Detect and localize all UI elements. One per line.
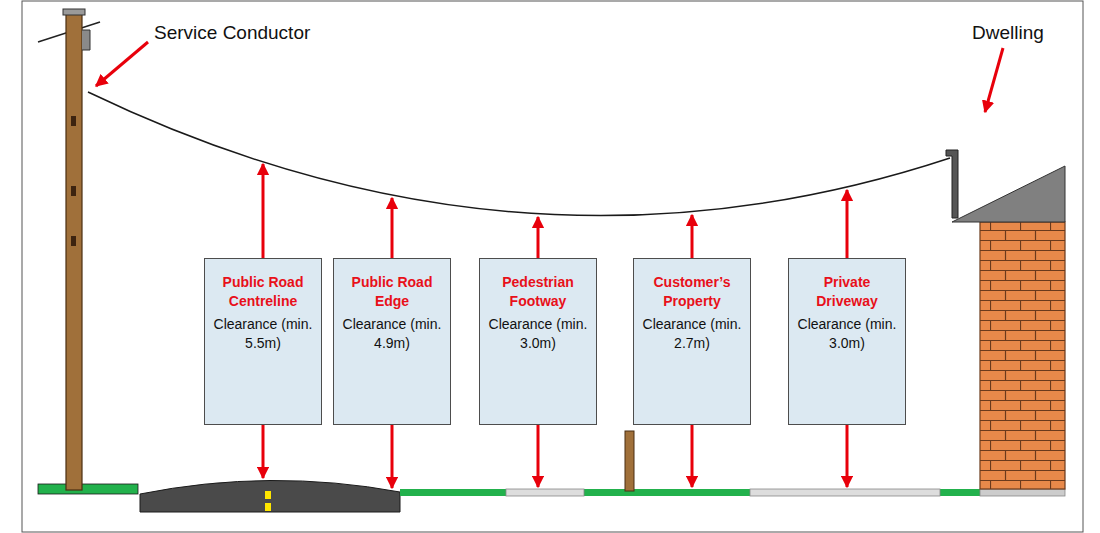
clearance-heading: Private Driveway bbox=[795, 273, 899, 311]
clearance-heading: Public Road Centreline bbox=[211, 273, 315, 311]
clearance-arrow bbox=[262, 164, 265, 258]
clearance-value: Clearance (min. 4.9m) bbox=[340, 315, 444, 353]
clearance-arrow bbox=[537, 425, 540, 487]
clearance-arrow bbox=[391, 198, 394, 258]
clearance-box: Private DrivewayClearance (min. 3.0m) bbox=[788, 258, 906, 425]
pole-cap bbox=[63, 9, 85, 15]
clearance-heading: Pedestrian Footway bbox=[486, 273, 590, 311]
pole-bracket bbox=[82, 30, 90, 50]
road-centreline-dash bbox=[265, 503, 271, 511]
clearance-value: Clearance (min. 3.0m) bbox=[486, 315, 590, 353]
pole-step bbox=[71, 116, 76, 126]
leader-arrow bbox=[96, 42, 148, 86]
fence-post bbox=[625, 431, 634, 491]
clearance-arrow bbox=[262, 425, 265, 478]
grass-strip bbox=[400, 489, 980, 496]
clearance-arrow bbox=[846, 425, 849, 487]
public-road bbox=[140, 480, 400, 512]
clearance-value: Clearance (min. 3.0m) bbox=[795, 315, 899, 353]
footway-slab bbox=[506, 489, 584, 496]
clearance-arrows bbox=[263, 164, 847, 488]
pole-step bbox=[71, 236, 76, 246]
frame bbox=[22, 1, 1083, 532]
clearance-heading: Customer’s Property bbox=[640, 273, 744, 311]
clearance-arrow bbox=[691, 215, 694, 258]
clearance-box: Customer’s PropertyClearance (min. 2.7m) bbox=[633, 258, 751, 425]
part-label: Dwelling bbox=[970, 22, 1046, 44]
path-slab bbox=[980, 489, 1065, 496]
clearance-box: Public Road EdgeClearance (min. 4.9m) bbox=[333, 258, 451, 425]
service-bracket bbox=[946, 150, 958, 218]
driveway-slab bbox=[750, 489, 940, 496]
service-conductor bbox=[88, 92, 950, 216]
leader-arrow bbox=[985, 48, 1003, 112]
road-centreline-dash bbox=[265, 491, 271, 499]
roof bbox=[952, 166, 1065, 222]
clearance-arrow bbox=[846, 190, 849, 258]
part-label: Service Conductor bbox=[152, 22, 312, 44]
clearance-value: Clearance (min. 2.7m) bbox=[640, 315, 744, 353]
clearance-arrow bbox=[691, 425, 694, 487]
clearance-box: Public Road CentrelineClearance (min. 5.… bbox=[204, 258, 322, 425]
pole-step bbox=[71, 186, 76, 196]
grass-strip bbox=[38, 484, 138, 494]
brick-wall bbox=[980, 222, 1065, 489]
clearance-arrow bbox=[391, 425, 394, 488]
clearance-value: Clearance (min. 5.5m) bbox=[211, 315, 315, 353]
clearance-heading: Public Road Edge bbox=[340, 273, 444, 311]
clearance-box: Pedestrian FootwayClearance (min. 3.0m) bbox=[479, 258, 597, 425]
power-pole bbox=[66, 14, 82, 490]
clearance-arrow bbox=[537, 217, 540, 258]
